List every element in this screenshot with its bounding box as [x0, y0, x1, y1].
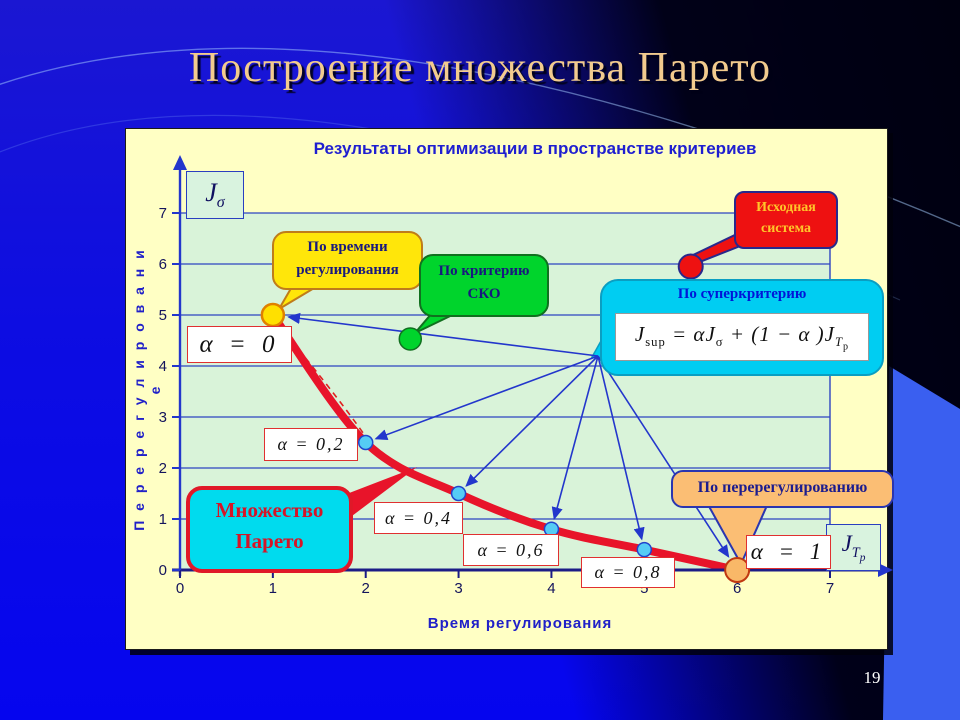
y-axis-title: П е р е р е г у л и р о в а н и е	[131, 247, 163, 531]
pareto-set-line2: Парето	[235, 529, 304, 553]
alpha-label-0-4: α = 0,4	[374, 502, 463, 534]
callout-sko-line2: СКО	[467, 286, 501, 302]
callout-time-line1: По времени	[307, 239, 388, 255]
callout-time-line2: регулирования	[296, 262, 399, 278]
pareto-set-line1: Множество	[215, 498, 324, 522]
j-sigma-subscript: σ	[216, 194, 225, 212]
callout-initial-line1: Исходная	[756, 200, 816, 215]
alpha-label-0-8: α = 0,8	[581, 557, 675, 588]
callout-pareto-set: Множество Парето	[186, 486, 353, 573]
callout-overshoot: По перерегулированию	[671, 470, 894, 508]
page-title: Построение множества Парето	[188, 45, 772, 91]
callout-supercriterion: По суперкритерию Jsup = αJσ + (1 − α )JT…	[600, 279, 884, 376]
j-sigma-symbol: J	[205, 177, 217, 207]
supercriterion-formula: Jsup = αJσ + (1 − α )JTp	[615, 313, 869, 361]
callout-initial-line2: система	[760, 221, 812, 236]
alpha-label-0: α = 0	[187, 326, 292, 363]
x-axis-title: Время регулирования	[427, 615, 613, 632]
callout-settling-time: По времени регулирования	[272, 231, 423, 290]
chart-title: Результаты оптимизации в пространстве кр…	[313, 139, 757, 158]
callout-initial-system: Исходная система	[734, 191, 838, 249]
supercriterion-label: По суперкритерию	[677, 286, 807, 302]
y-criterion-symbol-box: Jσ	[186, 171, 244, 219]
page-number: 19	[863, 668, 881, 687]
x-criterion-symbol-box: JTp	[826, 524, 881, 571]
callout-sko-line1: По критерию	[438, 263, 530, 279]
alpha-label-1: α = 1	[746, 535, 831, 569]
callout-sko-criterion: По критерию СКО	[419, 254, 549, 317]
j-tp-symbol: J	[841, 531, 852, 557]
alpha-label-0-6: α = 0,6	[463, 534, 559, 566]
alpha-label-0-2: α = 0,2	[264, 428, 358, 461]
